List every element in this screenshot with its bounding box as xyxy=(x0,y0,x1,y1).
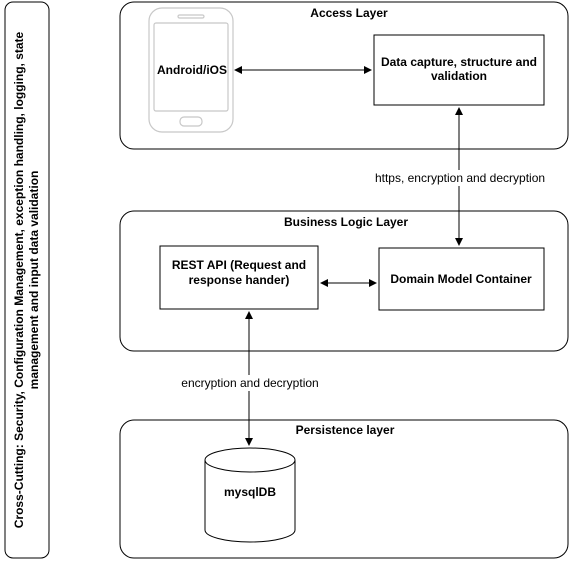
database-cylinder xyxy=(204,447,296,543)
cross-cutting-frame xyxy=(4,1,50,559)
rest-api-label-line2: response hander) xyxy=(189,273,290,287)
business-logic-layer: Business Logic Layer REST API (Request a… xyxy=(119,210,569,352)
access-layer-title: Access Layer xyxy=(310,6,388,20)
persistence-layer: Persistence layer mysqlDB xyxy=(119,419,569,559)
business-layer-title: Business Logic Layer xyxy=(284,215,408,229)
cross-cutting-panel: Cross-Cutting: Security, Configuration M… xyxy=(4,1,50,559)
edge-label-https-encryption: https, encryption and decryption xyxy=(375,171,545,185)
data-capture-label-line1: Data capture, structure and xyxy=(381,55,537,69)
persistence-layer-frame xyxy=(119,419,569,559)
rest-api-box xyxy=(159,245,319,310)
persistence-layer-title: Persistence layer xyxy=(296,423,395,437)
cross-cutting-text-line2: management and input data validation xyxy=(27,171,41,390)
cross-cutting-text-line1: Cross-Cutting: Security, Configuration M… xyxy=(12,31,26,528)
access-layer: Access Layer Android/iOS Data capture, s… xyxy=(119,1,569,150)
edge-label-encryption: encryption and decryption xyxy=(181,376,318,390)
mobile-client-label: Android/iOS xyxy=(157,63,227,77)
database-label: mysqlDB xyxy=(224,485,276,499)
edge-label-bg-https xyxy=(372,170,548,186)
rest-api-label-line1: REST API (Request and xyxy=(172,258,306,272)
domain-model-label: Domain Model Container xyxy=(390,272,532,286)
data-capture-label-line2: validation xyxy=(431,69,487,83)
data-capture-box xyxy=(373,34,545,106)
domain-model-box xyxy=(378,247,545,311)
smartphone-icon xyxy=(148,7,234,133)
edge-label-bg-encryption xyxy=(178,375,322,391)
